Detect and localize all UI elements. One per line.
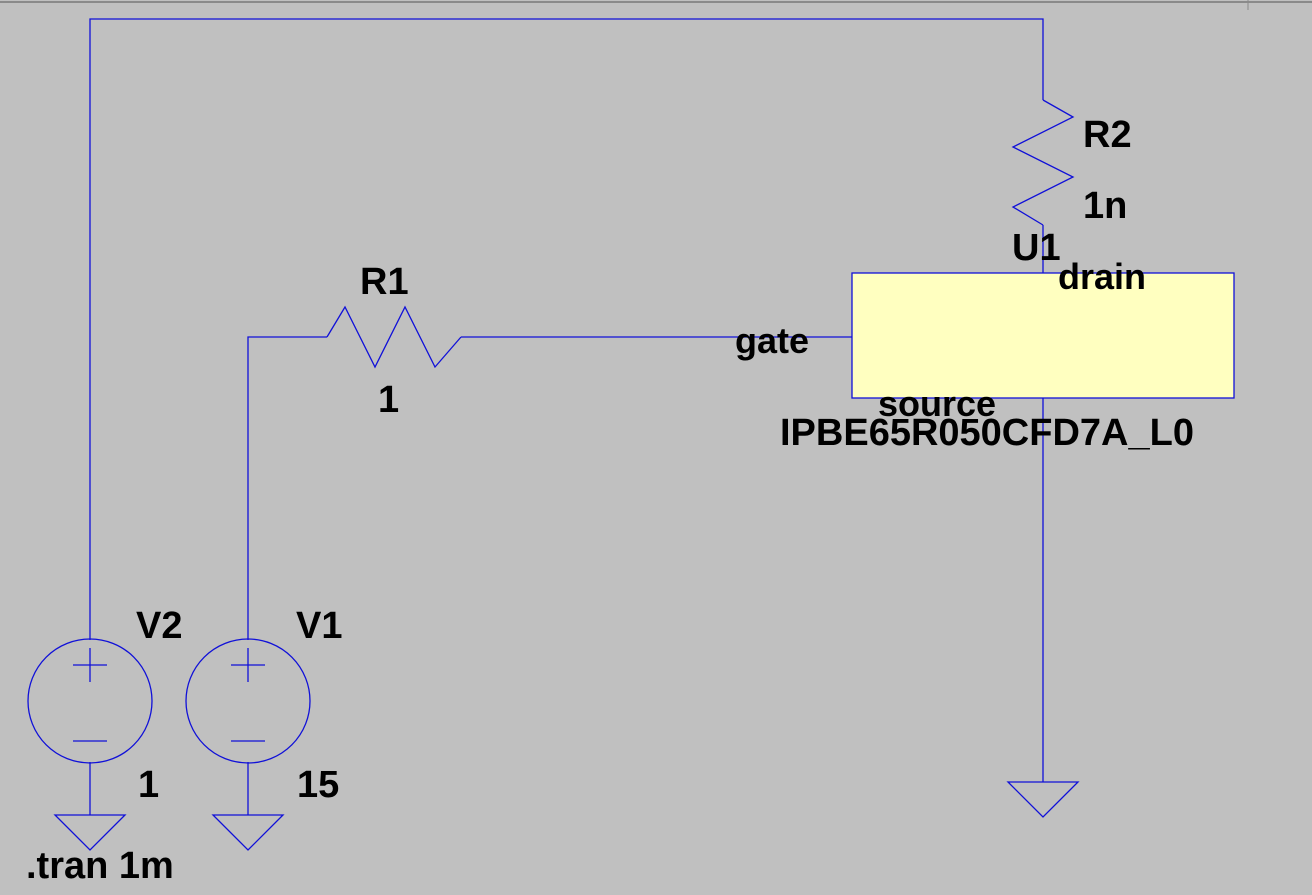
v1-ref-label: V1 bbox=[296, 605, 342, 647]
resistor-r1-zigzag bbox=[326, 305, 462, 369]
u1-pin-drain: drain bbox=[1058, 256, 1146, 297]
voltage-source-v2[interactable]: V2 1 bbox=[27, 605, 182, 806]
ground-icon[interactable] bbox=[1006, 781, 1080, 818]
voltage-source-v1[interactable]: V1 15 bbox=[185, 605, 342, 806]
u1-body bbox=[851, 272, 1235, 399]
v1-value-label: 15 bbox=[297, 764, 339, 806]
v2-ref-label: V2 bbox=[136, 605, 182, 647]
u1-ref-label: U1 bbox=[1012, 227, 1061, 269]
ground-icon[interactable] bbox=[53, 814, 127, 851]
u1-pin-source: source bbox=[878, 383, 996, 424]
v2-value-label: 1 bbox=[138, 764, 159, 806]
wires bbox=[89, 18, 1044, 815]
resistor-r1[interactable]: R1 1 bbox=[326, 261, 462, 421]
r2-value-label: 1n bbox=[1083, 185, 1127, 227]
r2-ref-label: R2 bbox=[1083, 114, 1132, 156]
wire-v2-to-r2[interactable] bbox=[89, 18, 1044, 640]
r1-value-label: 1 bbox=[378, 379, 399, 421]
u1-pin-gate: gate bbox=[735, 320, 809, 361]
resistor-r2-zigzag bbox=[1011, 99, 1075, 226]
mosfet-u1[interactable]: U1 drain gate source IPBE65R050CFD7A_L0 bbox=[735, 227, 1235, 454]
wire-v1-to-r1[interactable] bbox=[247, 336, 327, 640]
v2-body bbox=[27, 638, 153, 764]
ground-icon[interactable] bbox=[211, 814, 285, 851]
u1-model-label: IPBE65R050CFD7A_L0 bbox=[780, 412, 1194, 454]
v1-body bbox=[185, 638, 311, 764]
resistor-r2[interactable]: R2 1n bbox=[1011, 99, 1132, 227]
r1-ref-label: R1 bbox=[360, 261, 409, 303]
spice-directive[interactable]: .tran 1m bbox=[26, 845, 174, 887]
